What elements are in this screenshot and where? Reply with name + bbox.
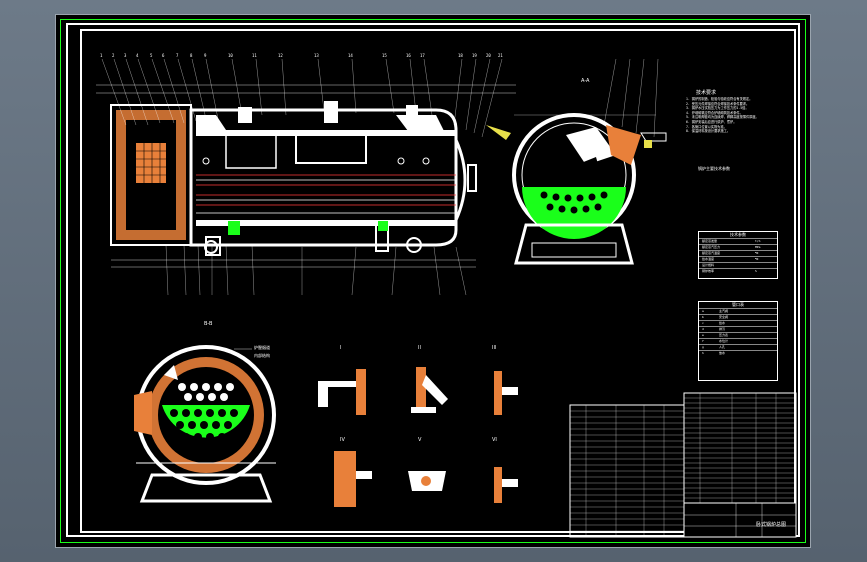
table-row: 锅炉效率% (699, 268, 777, 274)
inner-frame (80, 29, 796, 533)
svg-text:3: 3 (124, 53, 127, 58)
svg-text:18: 18 (458, 53, 463, 58)
svg-text:20: 20 (486, 53, 491, 58)
technical-notes: 1. 锅炉的制造、检验与验收应符合有关规定。 2. 受压元件焊接应符合焊接技术条… (686, 97, 798, 134)
notes-subtitle: 锅炉主要技术参数 (698, 166, 730, 171)
svg-text:10: 10 (228, 53, 233, 58)
outer-frame (66, 23, 800, 537)
view-title-aa: A-A (581, 78, 590, 84)
drawing-name: 卧式锅炉总图 (756, 522, 787, 528)
svg-text:17: 17 (420, 53, 425, 58)
annotation-fire: 炉膛烟道 (254, 344, 270, 350)
svg-text:9: 9 (204, 53, 207, 58)
section-a-a-view: A-A (512, 58, 667, 265)
note-line: 4. 炉墙砌筑应符合炉墙砌筑技术条件。 (686, 110, 743, 115)
detail-views: I II III IV V VI (318, 345, 518, 507)
detail-title-2: II (418, 345, 421, 351)
note-line: 1. 锅炉的制造、检验与验收应符合有关规定。 (686, 97, 753, 101)
note-line: 8. 保温材料按设计要求施工。 (686, 129, 731, 134)
detail-title-4: IV (340, 437, 345, 443)
note-line: 5. 未注明焊缝均为连续焊，焊脚高度按薄件厚度。 (686, 115, 759, 120)
note-line: 6. 锅炉安装后应进行烘炉、煮炉。 (686, 119, 737, 124)
notes-title: 技术要求 (696, 90, 717, 96)
detail-title-1: I (340, 345, 341, 351)
svg-text:21: 21 (498, 53, 503, 58)
detail-title-3: III (492, 345, 496, 351)
annotation-fire-2: 内部结构 (254, 352, 270, 358)
svg-text:4: 4 (136, 53, 139, 58)
svg-text:15: 15 (382, 53, 387, 58)
svg-text:12: 12 (278, 53, 283, 58)
svg-text:7: 7 (176, 53, 179, 58)
table-row: 给水温度℃ (699, 256, 777, 262)
section-b-b-view: B-B 炉膛烟道 内部结构 (134, 321, 276, 503)
svg-text:14: 14 (348, 53, 353, 58)
bill-of-materials (569, 392, 797, 538)
view-title-bb: B-B (204, 321, 213, 327)
svg-text:16: 16 (406, 53, 411, 58)
svg-text:2: 2 (112, 53, 115, 58)
table-row: 设计燃料 (699, 262, 777, 268)
svg-text:8: 8 (190, 53, 193, 58)
table-row: 额定蒸汽温度℃ (699, 250, 777, 256)
svg-text:11: 11 (252, 53, 257, 58)
svg-text:13: 13 (314, 53, 319, 58)
note-line: 3. 锅炉水压试验压力为工作压力的1.5倍。 (686, 106, 749, 111)
nozzle-table-title: 管口表 (732, 302, 744, 307)
parameters-table-title: 技术参数 (730, 232, 746, 237)
detail-title-6: VI (492, 437, 497, 443)
svg-text:5: 5 (150, 53, 153, 58)
svg-text:6: 6 (162, 53, 165, 58)
svg-text:1: 1 (100, 53, 103, 58)
svg-text:19: 19 (472, 53, 477, 58)
detail-title-5: V (418, 437, 422, 443)
note-line: 7. 各管口位置以实物为准。 (686, 124, 727, 129)
note-line: 2. 受压元件焊接应符合焊接技术条件要求。 (686, 101, 750, 106)
